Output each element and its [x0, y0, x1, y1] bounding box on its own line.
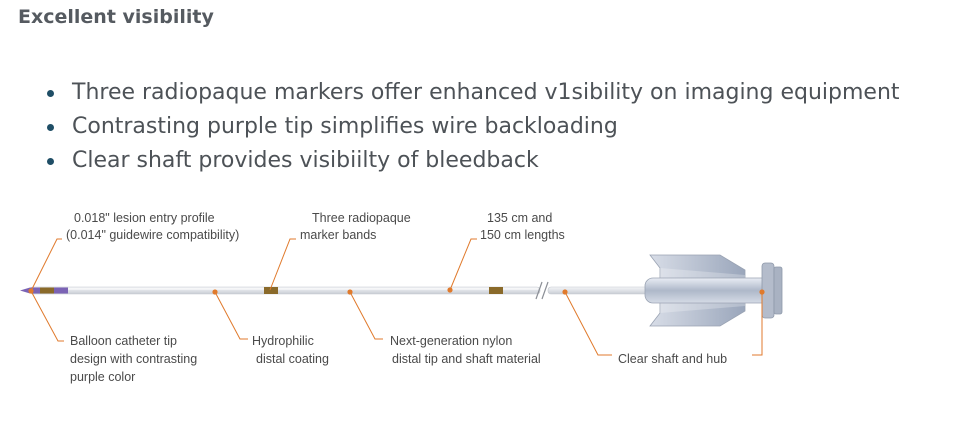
feature-item: Three radiopaque markers offer enhanced …: [47, 76, 900, 110]
callout-dots: [28, 287, 765, 295]
leader-dot: [28, 288, 34, 294]
bullet-dot-icon: [47, 90, 54, 97]
bullet-dot-icon: [47, 124, 54, 131]
callout-leaders: [30, 238, 763, 356]
feature-text: Clear shaft provides visibiilty of bleed…: [72, 148, 539, 173]
leader-dot: [212, 289, 218, 295]
feature-text: Three radiopaque markers offer enhanced …: [72, 80, 900, 105]
callout-nylon-line1: Next-generation nylon: [390, 334, 512, 348]
callout-markers-line1: Three radiopaque: [312, 211, 411, 225]
leader-dot: [447, 287, 453, 293]
catheter-shaft: [29, 286, 651, 295]
catheter-hub: [644, 254, 783, 327]
callout-markers-line2: marker bands: [300, 228, 376, 242]
callout-hub: Clear shaft and hub: [618, 352, 727, 366]
feature-list: Three radiopaque markers offer enhanced …: [47, 76, 900, 178]
callout-nylon-line2: distal tip and shaft material: [392, 352, 541, 366]
callout-tip-line3: purple color: [70, 370, 135, 384]
callout-lesion-entry-line1: 0.018" lesion entry profile: [74, 211, 215, 225]
purple-tip: [20, 287, 68, 294]
callout-coating-line2: distal coating: [256, 352, 329, 366]
feature-item: Clear shaft provides visibiilty of bleed…: [47, 144, 900, 178]
bullet-dot-icon: [47, 158, 54, 165]
callout-lesion-entry-line2: (0.014" guidewire compatibility): [66, 228, 239, 242]
marker-band: [264, 287, 278, 294]
marker-band: [489, 287, 503, 294]
leader-dot: [347, 289, 353, 295]
callout-tip-line1: Balloon catheter tip: [70, 334, 177, 348]
section-heading: Excellent visibility: [18, 6, 214, 28]
callout-lengths-line1: 135 cm and: [487, 211, 552, 225]
feature-item: Contrasting purple tip simplifies wire b…: [47, 110, 900, 144]
leader-dot: [562, 289, 568, 295]
callout-coating-line1: Hydrophilic: [252, 334, 314, 348]
feature-text: Contrasting purple tip simplifies wire b…: [72, 114, 618, 139]
callout-lengths-line2: 150 cm lengths: [480, 228, 565, 242]
leader-dot: [759, 289, 765, 295]
callout-tip-line2: design with contrasting: [70, 352, 197, 366]
shaft-break-icon: [535, 281, 549, 300]
catheter-diagram: 0.018" lesion entry profile (0.014" guid…: [20, 211, 783, 384]
